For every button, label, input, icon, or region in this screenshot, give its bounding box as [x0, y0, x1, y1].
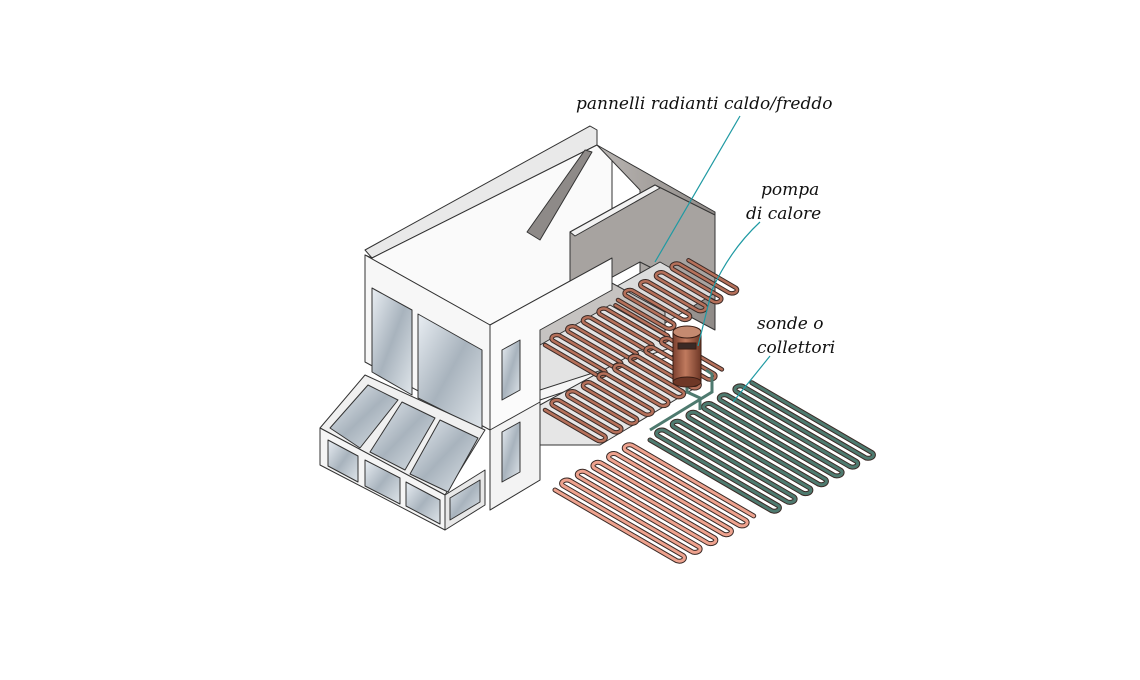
window-side-1	[501, 339, 521, 401]
radiant-pipe-ground	[543, 336, 724, 443]
greenhouse-glass-1	[327, 439, 359, 483]
label-heat-pump-2: di calore	[746, 204, 822, 224]
greenhouse-pane-2	[369, 401, 436, 471]
label-radiant-panels: pannelli radianti caldo/freddo	[576, 94, 833, 114]
greenhouse-pane-1	[329, 384, 399, 449]
pipe-layer	[542, 258, 876, 564]
label-probes-2: collettori	[757, 338, 836, 358]
greenhouse-side-glass	[449, 479, 481, 521]
greenhouse-glass-2	[364, 459, 401, 505]
label-probes-1: sonde o	[757, 314, 824, 334]
leader-heat-pump	[697, 221, 761, 347]
label-heat-pump-1: pompa	[761, 180, 820, 200]
heat-pump-tank	[672, 325, 702, 388]
partition-top	[569, 184, 661, 237]
roof-parapet	[364, 125, 598, 259]
ground-loop-green	[648, 381, 875, 513]
radiant-pipe-upper	[616, 259, 739, 330]
leader-probes	[732, 355, 771, 403]
greenhouse-glass-3	[405, 481, 441, 525]
greenhouse-pane-3	[409, 419, 479, 493]
window-front-1	[371, 287, 413, 396]
ground-loop-salmon	[553, 443, 756, 563]
roof-skylight-strip	[526, 149, 593, 241]
leader-radiant-panels	[654, 115, 741, 263]
window-side-2	[501, 421, 521, 483]
